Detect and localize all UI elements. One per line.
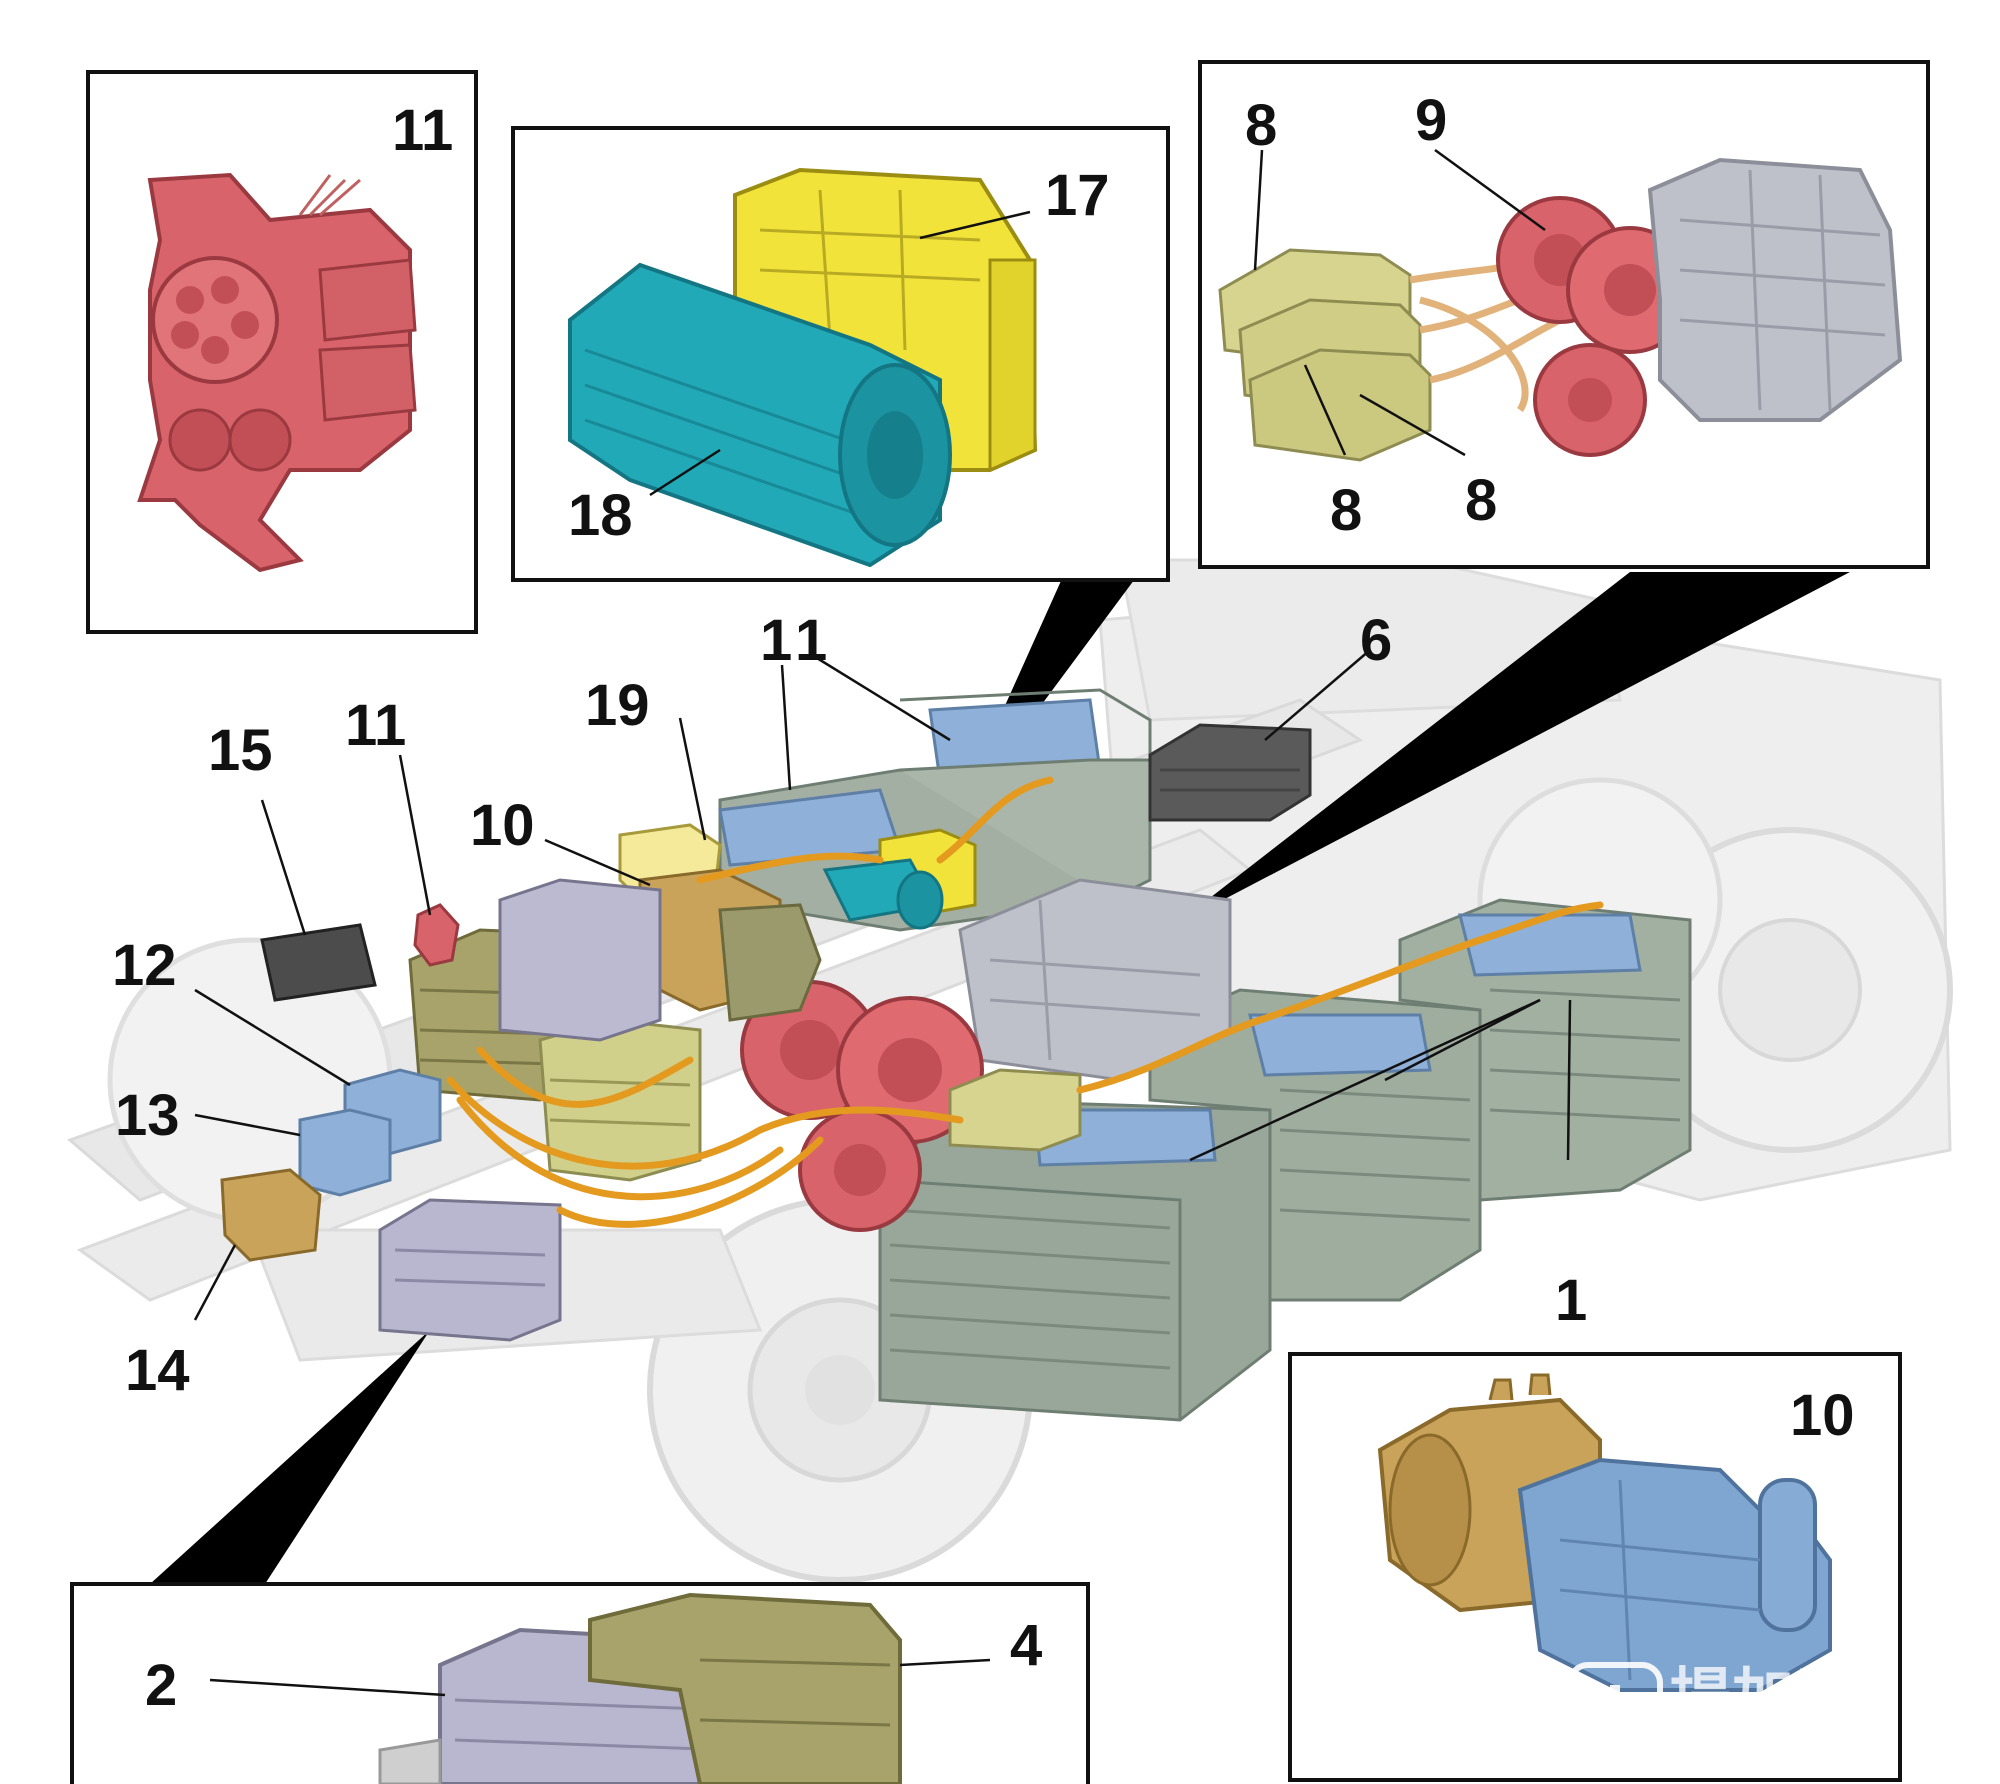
label-18: 18	[568, 483, 633, 548]
unit-11-main	[413, 903, 460, 967]
label-9: 9	[1415, 88, 1447, 153]
label-14: 14	[125, 1338, 190, 1403]
watermark: 提加看 Truck Pl	[1567, 1662, 1856, 1758]
watermark-logo-icon	[1567, 1662, 1663, 1758]
leader-lines	[193, 148, 1572, 1697]
label-8-bottom-left: 8	[1330, 478, 1362, 543]
label-1-bottom: 1	[1555, 1268, 1587, 1333]
label-19: 19	[585, 673, 650, 738]
control-unit-6	[1148, 723, 1312, 822]
inset-2-4	[70, 1582, 1090, 1784]
label-11-main: 11	[345, 693, 406, 758]
unit-15-main	[260, 923, 377, 1002]
connectors-12-13	[298, 1068, 442, 1197]
label-8-top: 8	[1245, 93, 1277, 158]
inset-8-9	[1198, 60, 1930, 569]
junction-boxes-8-detail	[1218, 248, 1432, 462]
wedge-to-motor-box	[1175, 572, 1850, 925]
module-4-detail	[588, 1592, 902, 1784]
compressor-pump-main	[638, 868, 822, 1022]
label-12: 12	[112, 933, 177, 998]
label-15: 15	[208, 718, 273, 783]
label-2: 2	[145, 1653, 177, 1718]
motor-18-detail	[568, 262, 952, 568]
inset-11	[86, 70, 478, 634]
hv-cables	[446, 776, 1604, 1228]
label-6: 6	[1360, 608, 1392, 673]
gearbox-detail	[1647, 157, 1903, 422]
label-8-bottom-right: 8	[1465, 468, 1497, 533]
lavender-module-main	[378, 878, 662, 1342]
inset-10	[1288, 1352, 1902, 1782]
traction-motors	[740, 980, 984, 1232]
label-11-inset: 11	[392, 98, 453, 163]
battery-pack-group	[878, 898, 1692, 1422]
charging-inlet-11-detail	[137, 172, 417, 573]
main-assembly	[220, 688, 1692, 1422]
watermark-text: 提加看	[1670, 1663, 1856, 1732]
callout-labels: 11 17 18 8 9 8 8 1 1 6 19 10 11 15 12 13…	[112, 88, 1855, 1718]
aux-motor-main	[822, 858, 944, 930]
pump-10-detail	[1517, 1457, 1832, 1692]
junction-box-main	[948, 1068, 1082, 1152]
wedge-to-bottom-box	[150, 1330, 430, 1584]
label-10-main: 10	[470, 793, 535, 858]
inset-17-18	[511, 126, 1170, 582]
watermark-subtext: Truck Pl	[1672, 1727, 1774, 1758]
label-4: 4	[1010, 1613, 1042, 1678]
unit-14-main	[220, 1168, 322, 1262]
label-17: 17	[1045, 163, 1110, 228]
inverter-17-detail	[733, 167, 1038, 473]
label-1-top-left: 1	[760, 608, 792, 673]
label-10-inset: 10	[1790, 1383, 1855, 1448]
label-13: 13	[115, 1083, 180, 1148]
label-1-top-right: 1	[795, 608, 827, 673]
